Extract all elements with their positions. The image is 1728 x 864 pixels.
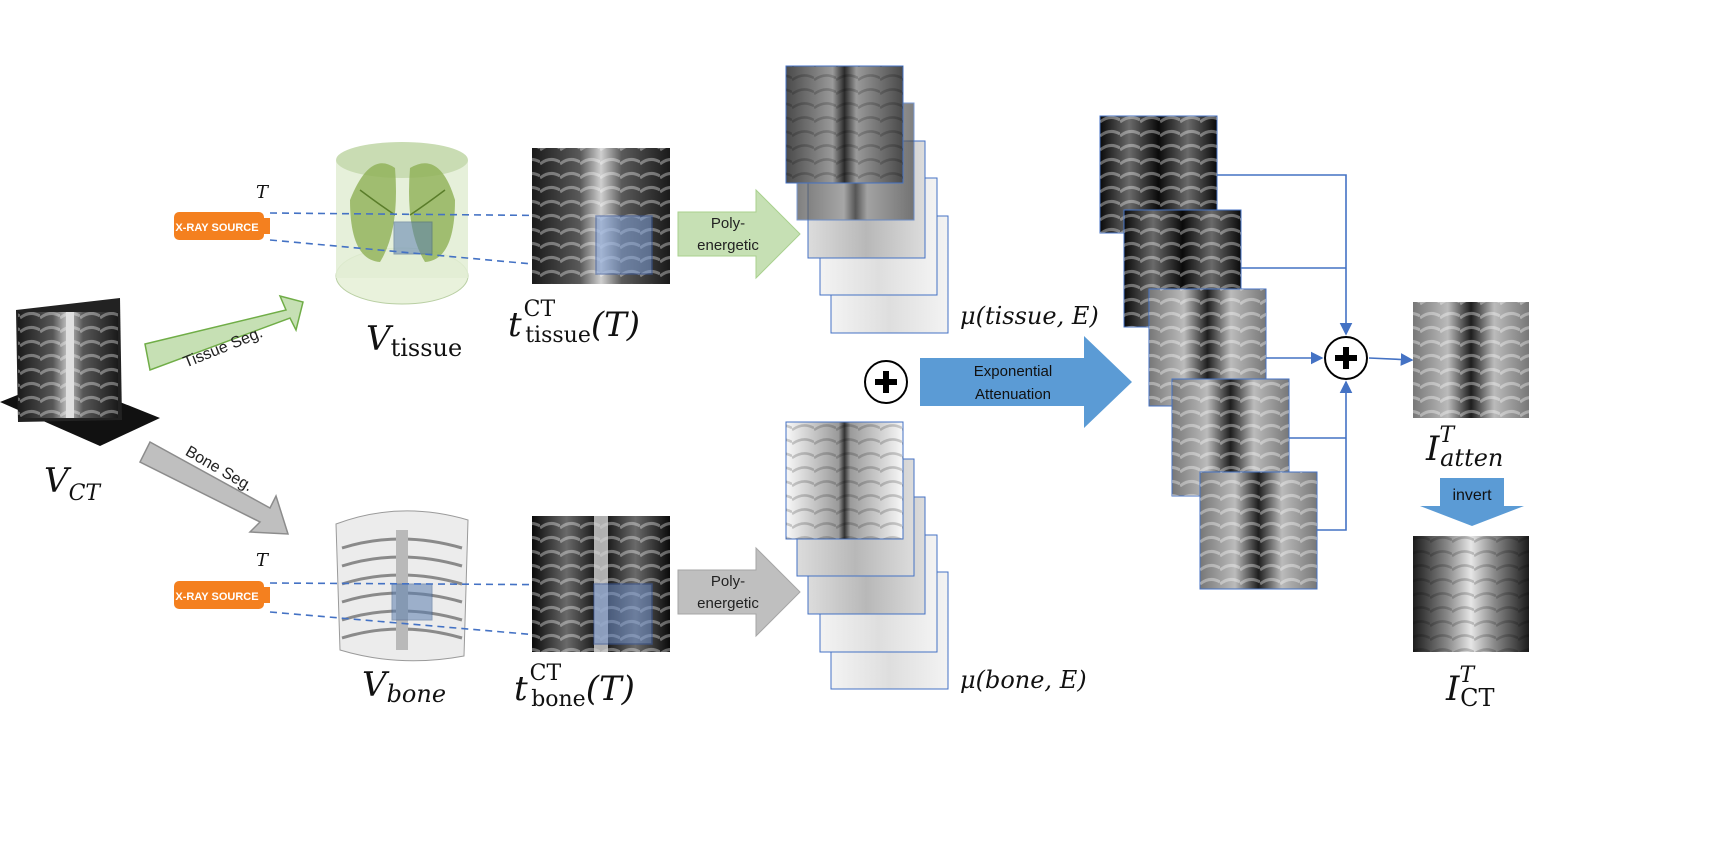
bone-projection-image	[532, 516, 670, 652]
label-v-bone: Vbone	[362, 665, 446, 708]
t-label-bottom: T	[256, 550, 270, 571]
label-v-ct: VCT	[44, 461, 102, 506]
projection-lines-bottom	[269, 582, 597, 641]
bone-volume	[335, 510, 469, 662]
exp-line2: Attenuation	[975, 386, 1051, 403]
xray-source-top-label: X-RAY SOURCE	[175, 222, 258, 234]
tissue-energy-stack	[785, 65, 949, 334]
label-mu-bone: μ(bone, E)	[960, 666, 1087, 694]
poly-bottom-line2: energetic	[697, 595, 759, 612]
bone-energy-stack	[785, 421, 949, 690]
attenuation-images	[1099, 115, 1318, 590]
atten-output-image	[1413, 302, 1529, 418]
xray-source-top: X-RAY SOURCE	[174, 212, 270, 240]
tissue-projection-image	[532, 148, 670, 284]
label-mu-tissue: μ(tissue, E)	[960, 302, 1099, 330]
xray-source-bottom-label: X-RAY SOURCE	[175, 591, 258, 603]
sum-operator-right	[1324, 336, 1368, 380]
ct-volume	[0, 298, 160, 446]
t-label-top: T	[256, 182, 270, 203]
sum-connectors	[1217, 174, 1414, 531]
ct-output-image	[1413, 536, 1529, 652]
xray-source-bottom: X-RAY SOURCE	[174, 581, 270, 609]
poly-energetic-arrow-bottom: Poly- energetic	[677, 546, 801, 638]
poly-top-line1: Poly-	[711, 215, 745, 232]
bone-seg-arrow: Bone Seg.	[138, 440, 290, 535]
poly-top-line2: energetic	[697, 237, 759, 254]
poly-bottom-line1: Poly-	[711, 573, 745, 590]
tissue-seg-arrow: Tissue Seg.	[144, 294, 304, 371]
invert-label: invert	[1452, 487, 1492, 504]
sum-operator-middle	[864, 360, 908, 404]
tissue-volume	[335, 142, 469, 305]
exponential-attenuation-arrow: Exponential Attenuation	[920, 336, 1132, 428]
poly-energetic-arrow-top: Poly- energetic	[677, 188, 801, 280]
projection-lines-top	[269, 212, 599, 271]
exp-line1: Exponential	[974, 363, 1052, 380]
invert-arrow: invert	[1420, 478, 1524, 526]
label-v-tissue: Vtissue	[366, 319, 462, 362]
